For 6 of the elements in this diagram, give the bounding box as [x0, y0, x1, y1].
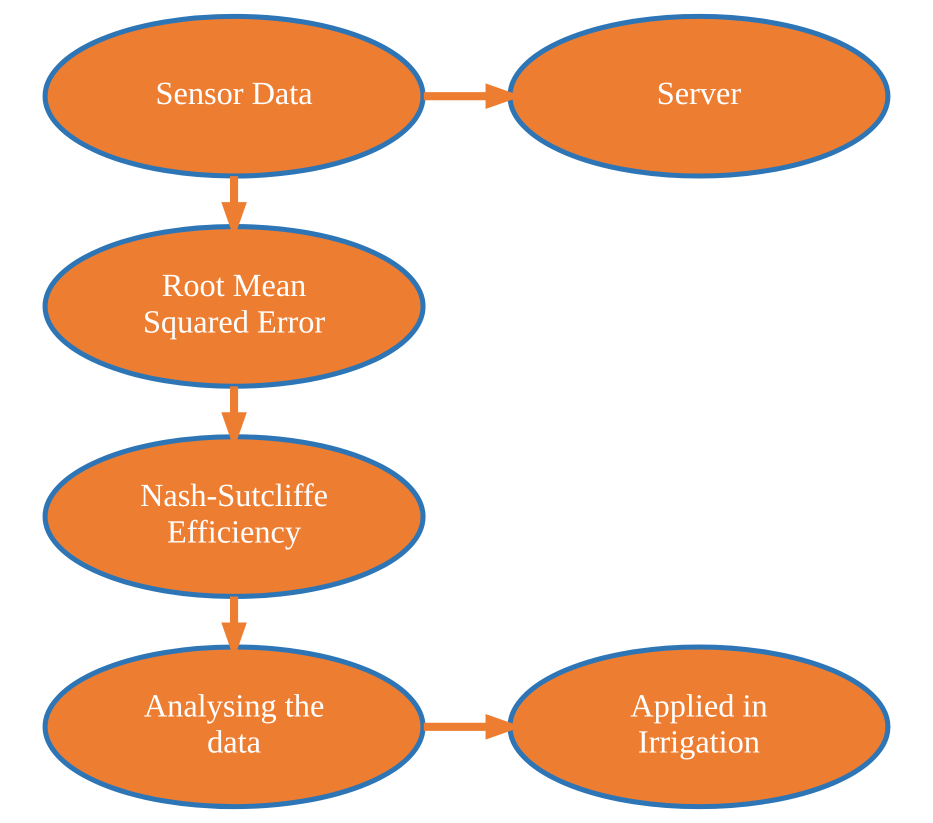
- node-ellipse: Root Mean Squared Error: [42, 224, 426, 389]
- node-ellipse: Nash-Sutcliffe Efficiency: [42, 434, 426, 599]
- node-ellipse: Analysing the data: [42, 644, 426, 810]
- node-ellipse: Sensor Data: [42, 14, 426, 179]
- node-ellipse: Server: [507, 14, 890, 179]
- node-ellipse: Applied in Irrigation: [507, 644, 890, 810]
